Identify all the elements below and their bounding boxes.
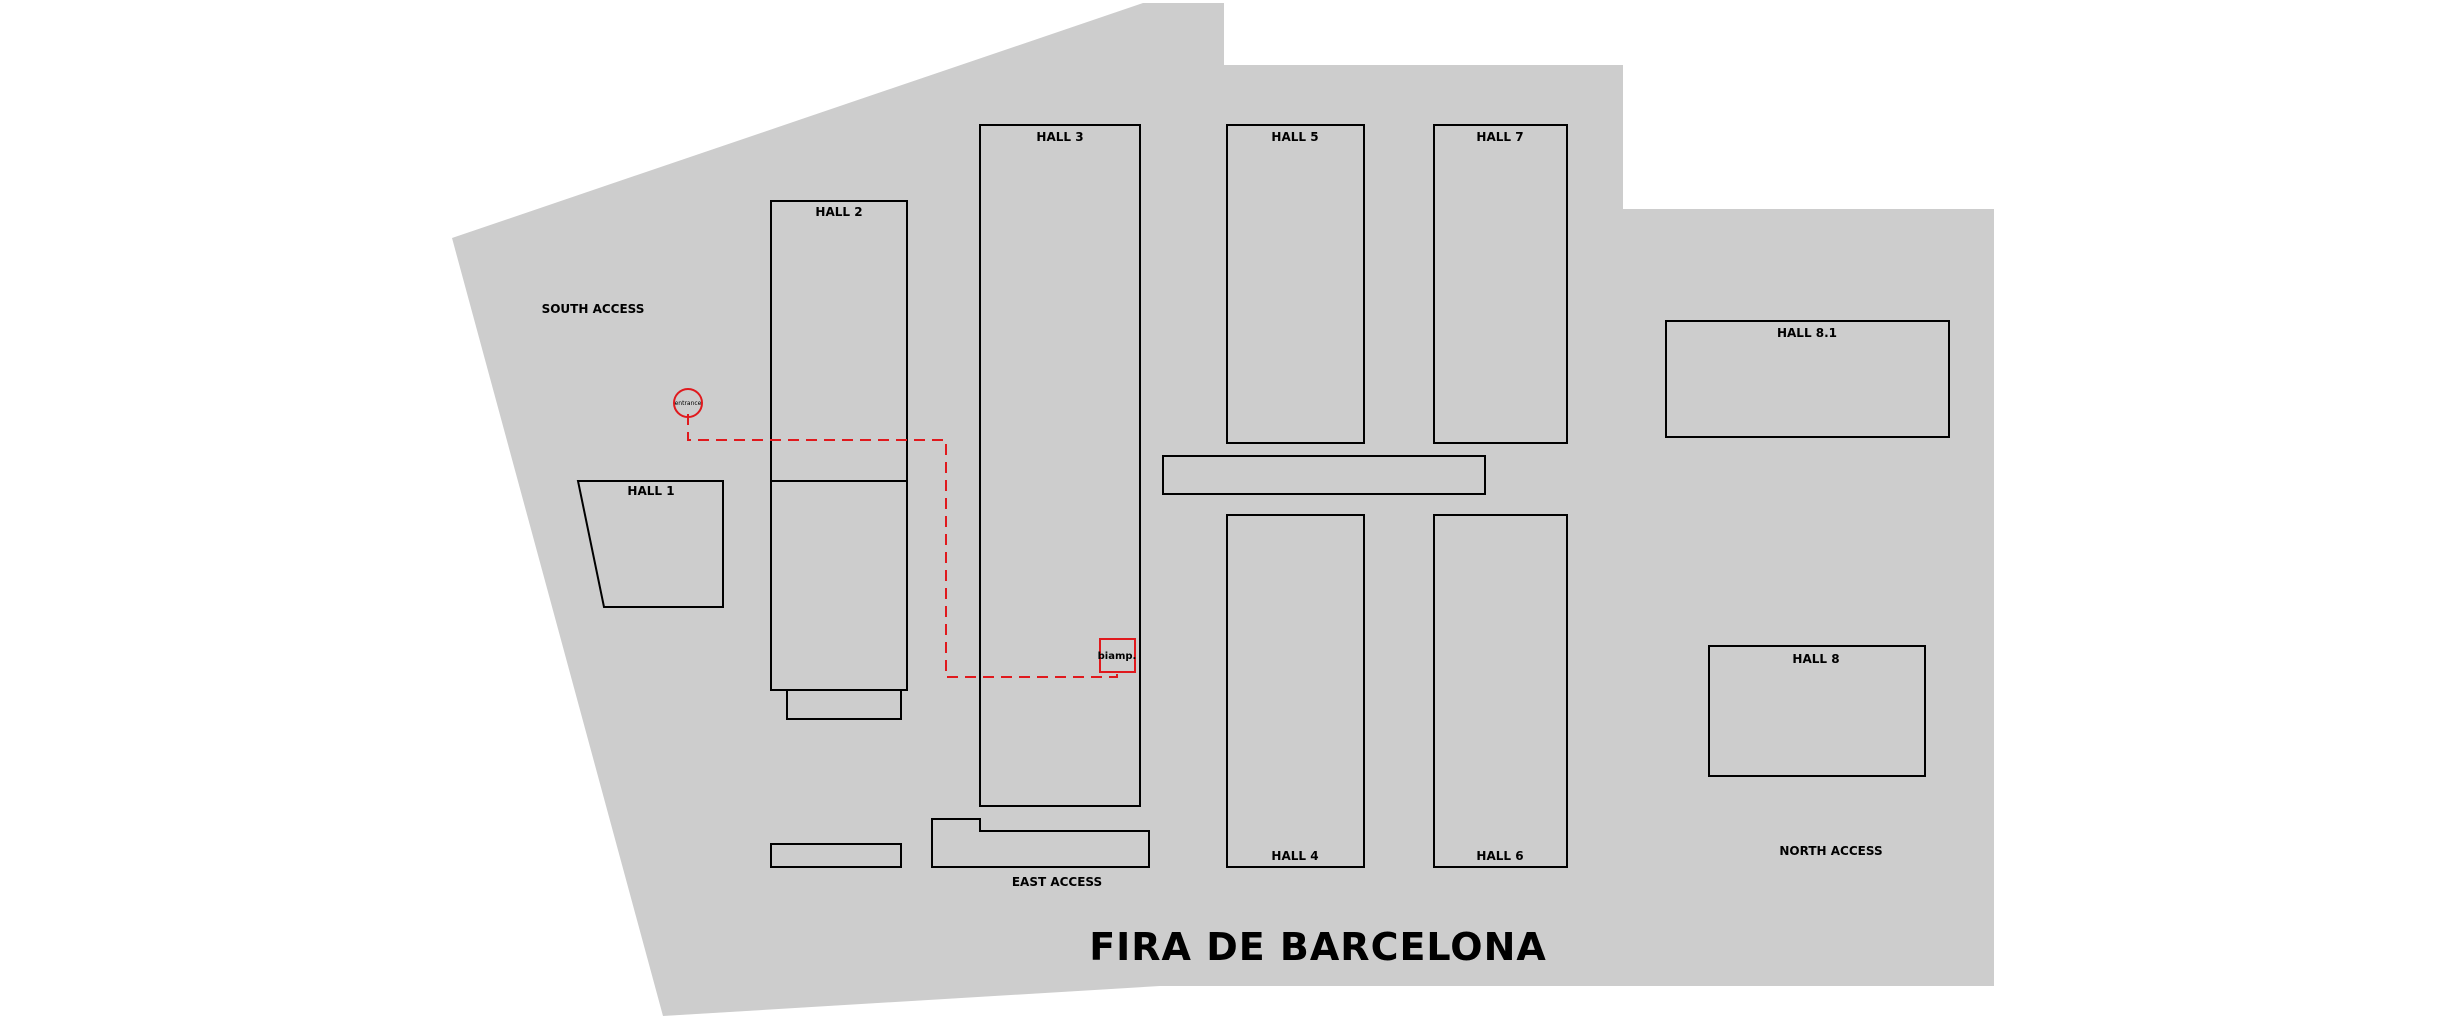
hall-2-annex [786, 689, 902, 720]
east-access-building [931, 818, 1150, 868]
booth-marker[interactable]: biamp. [1098, 638, 1137, 673]
connector-building [1162, 455, 1486, 495]
hall-6[interactable]: HALL 6 [1433, 514, 1568, 868]
north-access-label: NORTH ACCESS [1779, 844, 1882, 858]
hall-6-label: HALL 6 [1476, 849, 1523, 863]
hall-7[interactable]: HALL 7 [1433, 124, 1568, 444]
hall-8-outline [1708, 645, 1926, 777]
hall-7-label: HALL 7 [1476, 130, 1523, 144]
hall-1-outline [576, 480, 724, 608]
hall-5-outline [1226, 124, 1365, 444]
hall-1[interactable]: HALL 1 [576, 480, 724, 608]
hall-4[interactable]: HALL 4 [1226, 514, 1365, 868]
hall-8-1-label: HALL 8.1 [1777, 326, 1837, 340]
hall-4-label: HALL 4 [1271, 849, 1318, 863]
hall-3[interactable]: HALL 3 [979, 124, 1141, 807]
hall-6-outline [1433, 514, 1568, 868]
hall-3-label: HALL 3 [1036, 130, 1083, 144]
booth-marker-label: biamp. [1098, 651, 1137, 662]
booth-marker-box [1099, 638, 1136, 673]
hall-1-label: HALL 1 [627, 484, 674, 498]
entrance-marker-circle [673, 388, 703, 418]
hall-2-label: HALL 2 [815, 205, 862, 219]
walking-route [687, 414, 1118, 678]
hall-8-1[interactable]: HALL 8.1 [1665, 320, 1950, 438]
hall-7-outline [1433, 124, 1568, 444]
hall-2[interactable]: HALL 2 [770, 200, 908, 720]
entrance-marker[interactable]: entrance [673, 388, 703, 418]
hall-8[interactable]: HALL 8 [1708, 645, 1926, 777]
map-title: FIRA DE BARCELONA [1089, 925, 1547, 969]
hall-5-label: HALL 5 [1271, 130, 1318, 144]
fairground-area [452, 3, 1994, 1016]
hall-8-label: HALL 8 [1792, 652, 1839, 666]
hall-3-outline [979, 124, 1141, 807]
south-access-label: SOUTH ACCESS [542, 302, 645, 316]
hall-5[interactable]: HALL 5 [1226, 124, 1365, 444]
hall-8-1-outline [1665, 320, 1950, 438]
east-access-label: EAST ACCESS [1012, 875, 1102, 889]
hall-4-outline [1226, 514, 1365, 868]
small-building-west [770, 843, 902, 868]
entrance-marker-label: entrance [675, 400, 702, 407]
